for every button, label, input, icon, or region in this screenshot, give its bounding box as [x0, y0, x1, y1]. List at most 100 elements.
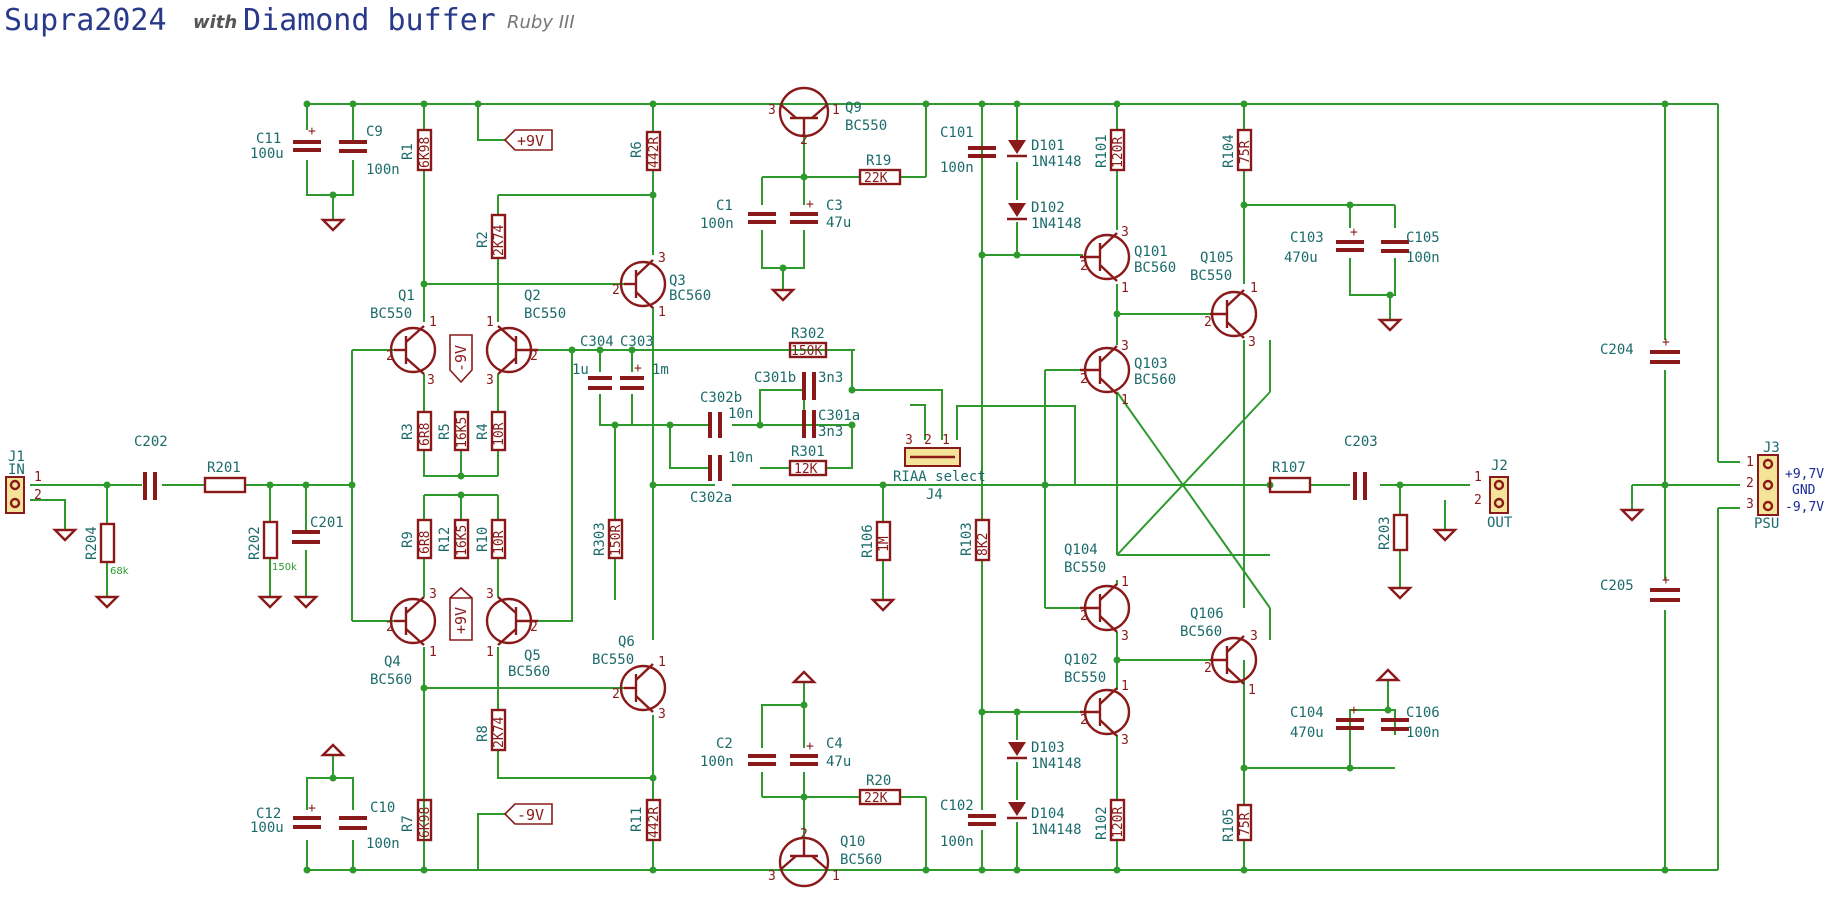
svg-text:C301a: C301a	[818, 408, 860, 424]
svg-text:16K5: 16K5	[455, 417, 470, 448]
svg-text:Q101: Q101	[1134, 244, 1168, 260]
svg-text:75R: 75R	[1238, 812, 1253, 836]
svg-text:R301: R301	[791, 444, 825, 460]
svg-text:+: +	[308, 124, 316, 139]
ground-icon	[1619, 508, 1645, 522]
svg-text:2: 2	[530, 620, 538, 635]
svg-text:R9: R9	[400, 531, 416, 548]
svg-text:3: 3	[429, 587, 437, 602]
capacitor-C202: C202	[134, 434, 168, 500]
svg-text:1m: 1m	[652, 362, 669, 378]
svg-text:3: 3	[1121, 629, 1129, 644]
capacitor-C201: C201	[292, 515, 344, 544]
svg-text:IN: IN	[8, 462, 25, 478]
svg-text:10R: 10R	[492, 530, 507, 554]
diode-D104: D104 1N4148	[1007, 802, 1082, 838]
svg-text:BC550: BC550	[1190, 268, 1232, 284]
resistor-R104: 75R R104	[1221, 128, 1253, 172]
capacitor-C105: C105 100n	[1381, 230, 1440, 266]
svg-text:6R8: 6R8	[418, 531, 433, 554]
svg-text:1: 1	[832, 869, 840, 884]
svg-text:R5: R5	[437, 423, 453, 440]
svg-text:2: 2	[800, 133, 808, 148]
capacitor-C9: C9 100n	[339, 124, 400, 178]
svg-text:+: +	[1350, 703, 1358, 718]
title-with: with	[193, 12, 237, 33]
resistor-R105: 75R R105	[1221, 803, 1253, 842]
ground-icon	[257, 595, 283, 609]
svg-text:Q2: Q2	[524, 288, 541, 304]
transistor-Q104: Q104 BC550 2 1 3	[1064, 542, 1131, 644]
svg-text:22K: 22K	[864, 171, 888, 186]
svg-text:1N4148: 1N4148	[1031, 756, 1082, 772]
svg-text:+: +	[1662, 573, 1670, 588]
svg-text:6K98: 6K98	[418, 137, 433, 168]
svg-text:BC550: BC550	[1064, 560, 1106, 576]
svg-text:1: 1	[1474, 470, 1482, 485]
svg-text:D101: D101	[1031, 138, 1065, 154]
ground-icon	[293, 595, 319, 609]
svg-text:3: 3	[658, 251, 666, 266]
svg-text:R6: R6	[629, 141, 645, 158]
svg-text:3n3: 3n3	[818, 424, 843, 440]
flag-pos-top	[503, 129, 553, 151]
svg-text:1u: 1u	[572, 362, 589, 378]
svg-text:1M: 1M	[877, 536, 892, 552]
svg-text:6R8: 6R8	[418, 423, 433, 446]
transistor-Q3: Q3 BC560 2 3 1	[612, 251, 711, 320]
svg-text:C2: C2	[716, 736, 733, 752]
svg-text:R10: R10	[475, 527, 491, 552]
svg-text:C101: C101	[940, 125, 974, 141]
svg-text:C12: C12	[256, 806, 281, 822]
title-buffer: Diamond buffer	[243, 3, 496, 38]
svg-text:442R: 442R	[647, 137, 662, 168]
svg-text:2: 2	[924, 433, 932, 448]
svg-text:D102: D102	[1031, 200, 1065, 216]
svg-text:1: 1	[1248, 683, 1256, 698]
svg-text:C204: C204	[1600, 342, 1634, 358]
svg-text:Q106: Q106	[1190, 606, 1224, 622]
ground-icon	[870, 598, 896, 612]
svg-text:68k: 68k	[110, 566, 129, 577]
ground-icon	[791, 670, 817, 684]
capacitors: + C11 100u C9 100n + C12 100u C10 100n C…	[134, 124, 1680, 852]
svg-text:C302b: C302b	[700, 390, 742, 406]
svg-text:R103: R103	[959, 522, 975, 556]
svg-text:+: +	[806, 739, 814, 754]
svg-text:R1: R1	[400, 143, 416, 160]
capacitor-C102: C102 100n	[940, 798, 996, 850]
svg-text:BC560: BC560	[370, 672, 412, 688]
connector-J4[interactable]: 3 2 1 RIAA select J4	[893, 433, 986, 503]
capacitor-C103: + C103 470u	[1284, 225, 1364, 266]
capacitor-C3: + C3 47u	[790, 197, 851, 231]
capacitor-C205: + C205	[1600, 573, 1680, 602]
svg-text:150k: 150k	[272, 562, 297, 573]
capacitor-C301a: C301a 3n3	[802, 408, 860, 440]
svg-text:2: 2	[530, 349, 538, 364]
svg-text:+: +	[308, 801, 316, 816]
svg-text:2: 2	[1080, 713, 1088, 728]
resistor-R8: 2K74 R8	[475, 708, 507, 752]
svg-text:C201: C201	[310, 515, 344, 531]
capacitor-C12: + C12 100u	[250, 801, 321, 836]
svg-text:BC560: BC560	[1134, 372, 1176, 388]
resistor-R9: 6R8 R9	[400, 518, 433, 560]
transistors: Q1 BC550 2 1 3 Q2 BC550 2 1 3 Q3 B	[370, 86, 1258, 888]
svg-text:RIAA select: RIAA select	[893, 469, 986, 485]
resistor-R106: 1M R106	[860, 520, 892, 562]
transistor-Q2: Q2 BC550 2 1 3	[485, 288, 566, 388]
resistor-R7: 6K98 R7	[400, 798, 433, 842]
svg-text:C11: C11	[256, 131, 281, 147]
svg-text:-9,7V: -9,7V	[1785, 500, 1824, 515]
resistor-R20: 22K R20	[858, 773, 902, 806]
svg-text:C102: C102	[940, 798, 974, 814]
svg-text:120R: 120R	[1111, 137, 1126, 168]
svg-text:3: 3	[1121, 733, 1129, 748]
resistor-R12: 16K5 R12	[437, 518, 470, 560]
svg-text:R201: R201	[207, 460, 241, 476]
svg-text:100n: 100n	[700, 754, 734, 770]
ground-icon	[320, 218, 346, 232]
svg-text:2: 2	[1080, 372, 1088, 387]
capacitor-C11: + C11 100u	[250, 124, 321, 162]
svg-text:100u: 100u	[250, 820, 284, 836]
